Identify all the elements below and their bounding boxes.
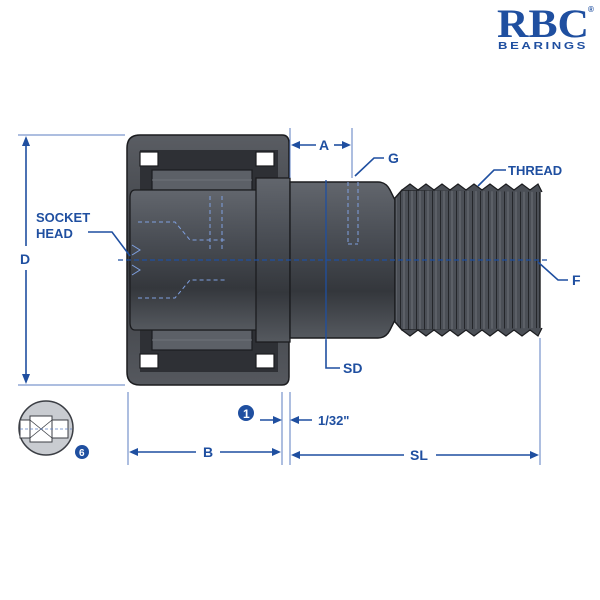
label-f: F <box>572 272 581 288</box>
note-1-text: 1 <box>243 407 250 421</box>
callout-thread: THREAD <box>477 163 562 187</box>
note-1-marker <box>238 405 254 421</box>
thread-section <box>394 183 543 337</box>
label-socket-head-2: HEAD <box>36 226 73 241</box>
dim-d: D <box>18 134 125 386</box>
logo-sub: BEARINGS <box>498 41 588 52</box>
note-6-marker <box>75 445 89 459</box>
label-a: A <box>319 137 329 153</box>
label-g: G <box>388 150 399 166</box>
label-sl: SL <box>410 447 428 463</box>
label-sd: SD <box>343 360 362 376</box>
dim-a: A <box>289 128 353 178</box>
bearing-body <box>126 134 291 386</box>
label-gap: 1/32" <box>318 413 349 428</box>
logo-brand: RBC <box>497 1 589 46</box>
dim-b: B <box>127 392 281 465</box>
callout-g: G <box>354 150 399 177</box>
callout-socket-head: SOCKET HEAD <box>36 210 131 257</box>
label-thread: THREAD <box>508 163 562 178</box>
callout-gap: 1 1/32" <box>238 392 349 465</box>
label-socket-head-1: SOCKET <box>36 210 90 225</box>
callout-sd: SD <box>325 340 362 376</box>
rbc-logo: RBC ® BEARINGS <box>497 1 594 52</box>
callout-f: F <box>537 261 581 288</box>
dim-sl: SL <box>291 338 541 465</box>
detail-view: 6 <box>18 400 89 459</box>
note-6-text: 6 <box>79 448 85 459</box>
label-d: D <box>20 251 30 267</box>
label-b: B <box>203 444 213 460</box>
logo-registered: ® <box>588 5 594 14</box>
